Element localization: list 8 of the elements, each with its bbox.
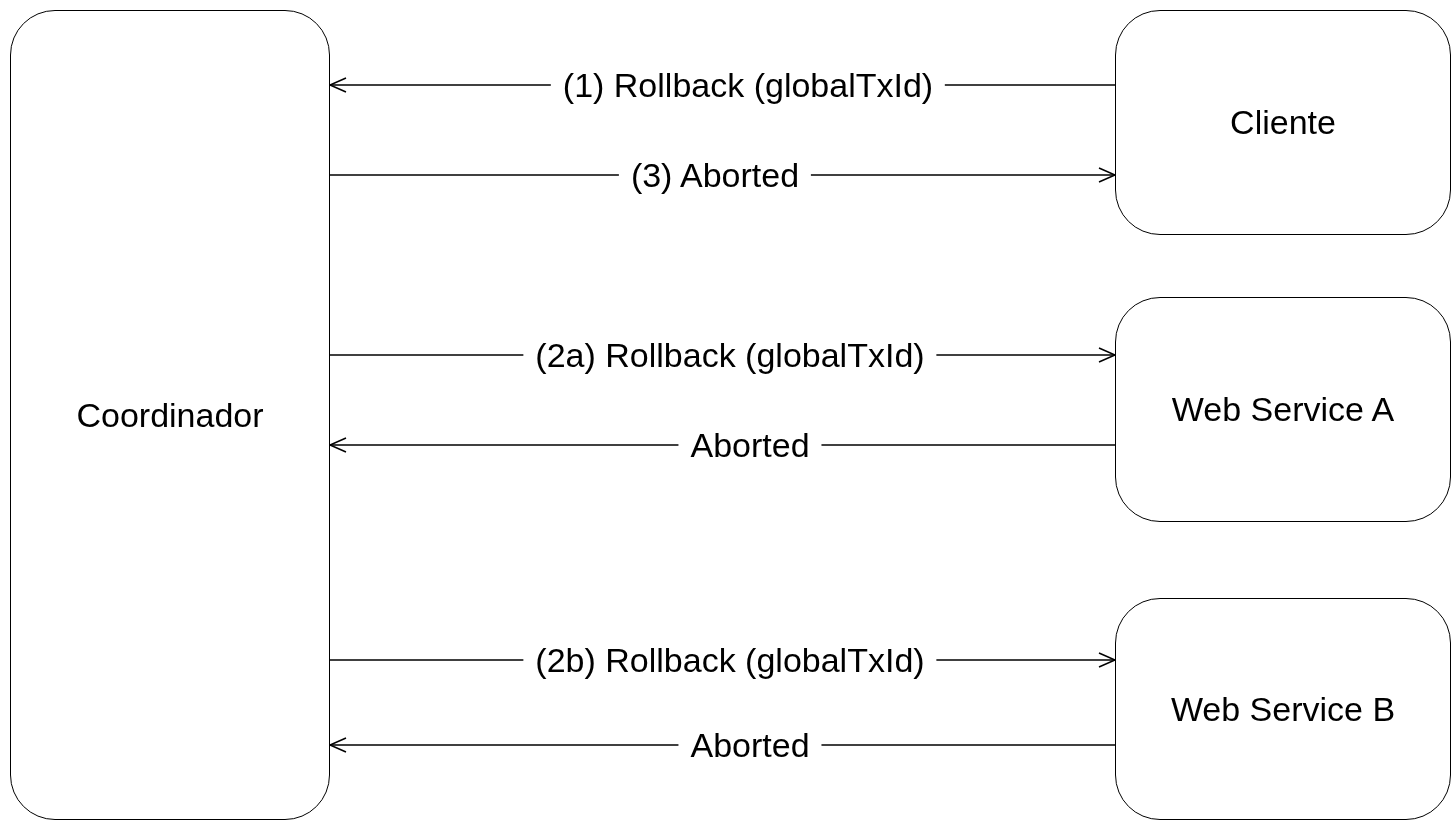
node-label: Cliente — [1230, 103, 1336, 142]
node-label: Web Service B — [1170, 689, 1396, 729]
rounded-box — [10, 10, 330, 820]
node-label: Web Service A — [1171, 390, 1395, 429]
rounded-box — [1115, 297, 1451, 522]
rounded-box — [1115, 10, 1451, 235]
node-label: Coordinador — [76, 395, 264, 435]
rounded-box — [1115, 598, 1451, 820]
